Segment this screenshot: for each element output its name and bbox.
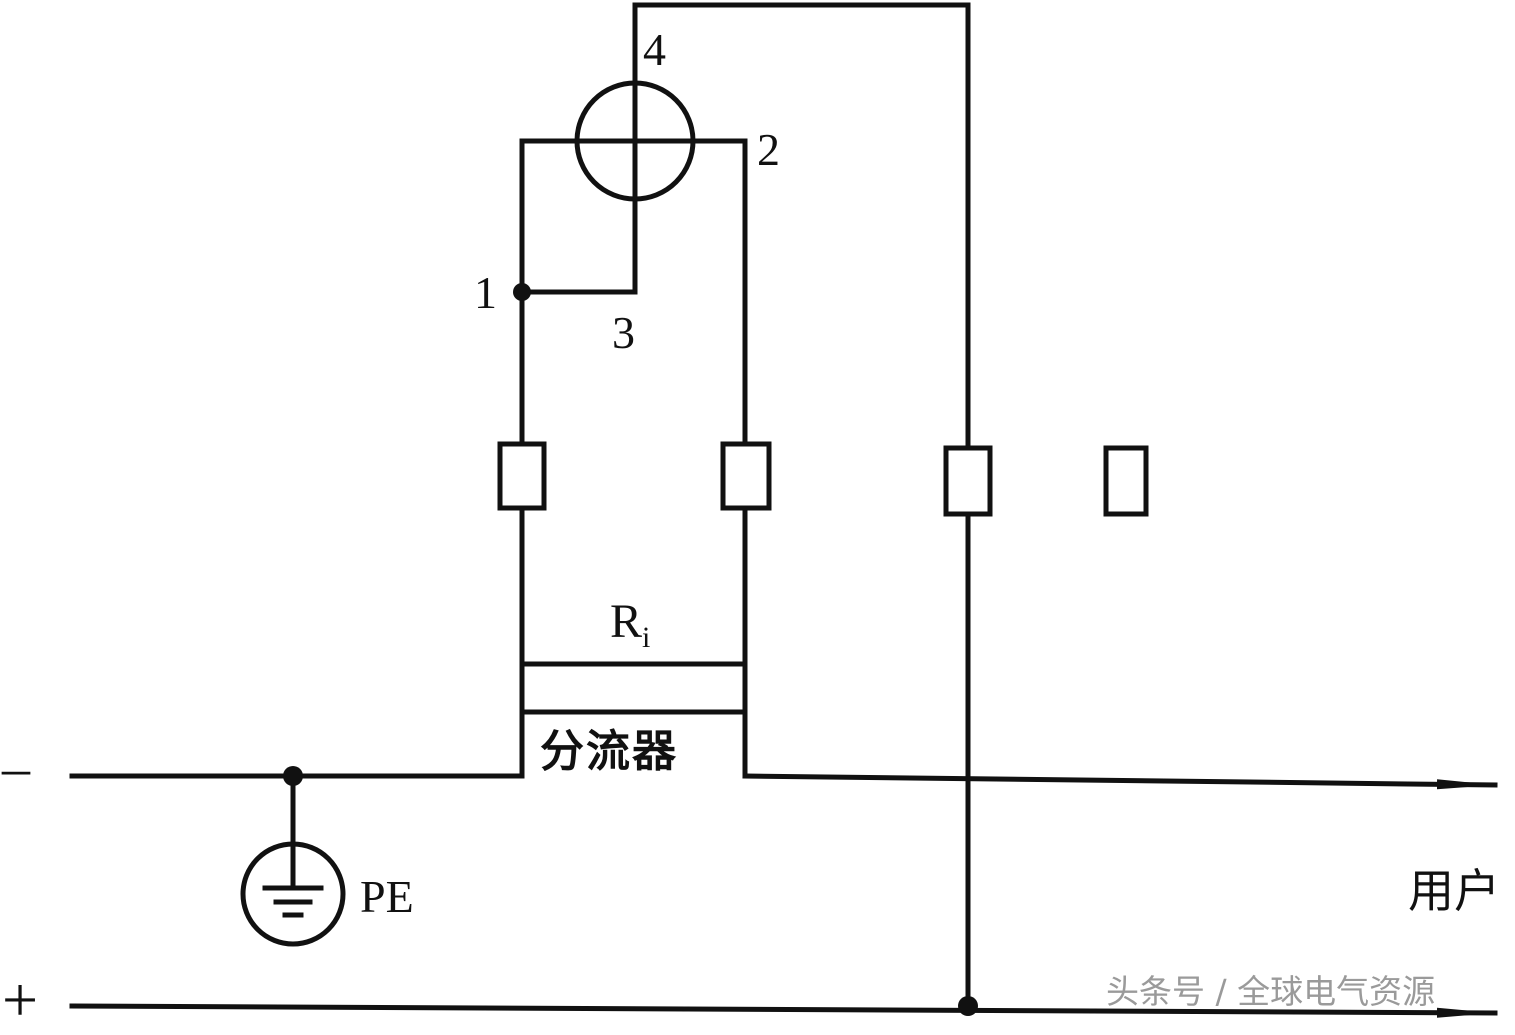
pe-label: PE bbox=[360, 871, 414, 922]
junction-node-1 bbox=[513, 283, 531, 301]
negative-rail-right bbox=[742, 773, 1498, 790]
terminal-2-label: 2 bbox=[757, 124, 780, 175]
junction-ground bbox=[283, 766, 303, 786]
resistor-label-main: R bbox=[610, 595, 643, 648]
user-label: 用户 bbox=[1408, 864, 1500, 918]
watermark: 头条号 / 全球电气资源 bbox=[1106, 972, 1436, 1011]
terminal-1-label: 1 bbox=[474, 267, 497, 318]
ground-circle bbox=[240, 841, 346, 947]
terminal-4-label: 4 bbox=[643, 24, 666, 75]
negative-sign: – bbox=[2, 737, 30, 799]
shunt-label: 分流器 bbox=[540, 726, 678, 777]
fuse-spare bbox=[1103, 445, 1149, 517]
fuse-left bbox=[497, 441, 547, 511]
resistor-label: Ri bbox=[610, 598, 650, 653]
resistor-label-subscript: i bbox=[642, 621, 651, 654]
fuse-middle bbox=[720, 441, 772, 511]
junction-positive bbox=[958, 996, 978, 1016]
terminal-3-label: 3 bbox=[612, 307, 635, 358]
positive-rail bbox=[69, 1003, 1498, 1018]
fuse-right bbox=[943, 445, 993, 517]
positive-sign: + bbox=[2, 964, 39, 1035]
